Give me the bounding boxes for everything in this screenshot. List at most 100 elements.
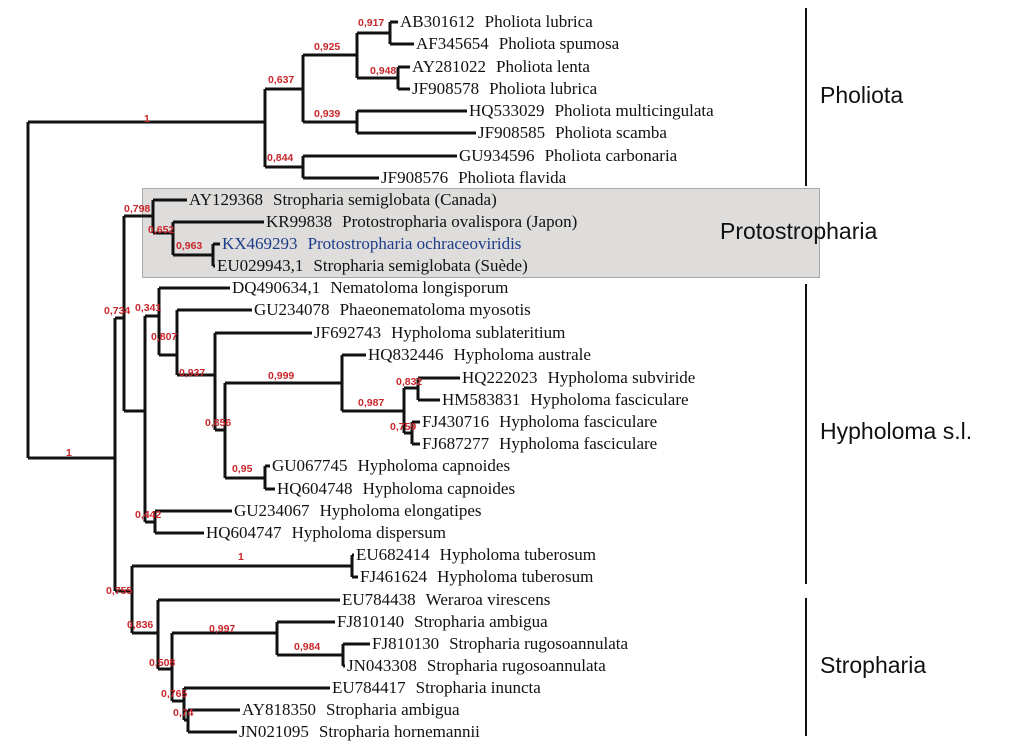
accession: JN021095	[239, 722, 309, 741]
accession: HQ832446	[368, 345, 444, 364]
species: Hypholoma fasciculare	[499, 412, 658, 431]
accession: FJ687277	[422, 434, 490, 453]
accession: EU029943,1	[217, 256, 304, 275]
support-value: 0,765	[161, 688, 188, 700]
stropharia-clade-bar	[805, 598, 807, 736]
support-value: 1	[144, 113, 150, 125]
accession: JF692743	[314, 323, 382, 342]
species: Stropharia rugosoannulata	[449, 634, 629, 653]
accession: AY129368	[189, 190, 263, 209]
accession: DQ490634,1	[232, 278, 321, 297]
accession: GU234067	[234, 501, 310, 520]
species: Pholiota spumosa	[498, 34, 620, 53]
leaf-label: AB301612 Pholiota lubrica	[400, 12, 593, 32]
support-value: 0,939	[314, 108, 341, 120]
species: Hypholoma fasciculare	[530, 390, 689, 409]
support-value: 0,984	[294, 641, 321, 653]
species: Stropharia ambigua	[414, 612, 548, 631]
species: Pholiota lubrica	[484, 12, 593, 31]
leaf-label: HQ832446 Hypholoma australe	[368, 345, 591, 365]
accession: FJ461624	[360, 567, 428, 586]
support-value: 0,508	[149, 657, 176, 669]
protostropharia-highlight-box	[142, 188, 820, 278]
species: Pholiota carbonaria	[544, 146, 678, 165]
support-value: 0,963	[176, 240, 203, 252]
leaf-label: FJ461624 Hypholoma tuberosum	[360, 567, 593, 587]
support-value: 0,798	[124, 203, 151, 215]
clade-label-protostropharia: Protostropharia	[720, 218, 878, 244]
accession: FJ810140	[337, 612, 405, 631]
support-value: 0,734	[104, 305, 131, 317]
hypholoma-clade-bar	[805, 284, 807, 584]
support-value: 0,832	[396, 376, 423, 388]
support-value: 0,925	[314, 41, 341, 53]
species: Hypholoma capnoides	[357, 456, 511, 475]
species: Stropharia inuncta	[415, 678, 541, 697]
support-value: 0,948	[370, 65, 397, 77]
species: Stropharia ambigua	[326, 700, 460, 719]
species: Hypholoma tuberosum	[439, 545, 596, 564]
leaf-label: AY818350 Stropharia ambigua	[242, 700, 460, 720]
species: Pholiota flavida	[458, 168, 567, 187]
species: Hypholoma sublateritium	[391, 323, 566, 342]
leaf-label: HM583831 Hypholoma fasciculare	[442, 390, 689, 410]
species: Hypholoma subviride	[547, 368, 696, 387]
accession: EU682414	[356, 545, 430, 564]
support-value: 0,442	[135, 509, 162, 521]
support-value: 0,997	[209, 623, 236, 635]
accession: JN043308	[347, 656, 417, 675]
support-value: 0,807	[151, 331, 178, 343]
species: Phaeonematoloma myosotis	[339, 300, 531, 319]
accession: AF345654	[416, 34, 489, 53]
species: Pholiota multicingulata	[554, 101, 714, 120]
support-value: 0,917	[358, 17, 385, 29]
leaf-label: HQ222023 Hypholoma subviride	[462, 368, 695, 388]
clade-label-pholiota: Pholiota	[820, 82, 904, 108]
support-value: 0,652	[148, 224, 175, 236]
support-value: 0,341	[135, 302, 162, 314]
support-value: 1	[66, 447, 72, 459]
accession: EU784438	[342, 590, 416, 609]
accession: AB301612	[400, 12, 475, 31]
leaf-label: GU067745 Hypholoma capnoides	[272, 456, 510, 476]
accession: KR99838	[266, 212, 333, 231]
accession: AY818350	[242, 700, 316, 719]
accession: AY281022	[412, 57, 486, 76]
accession: JF908576	[381, 168, 449, 187]
species: Hypholoma australe	[453, 345, 591, 364]
support-value: 0,95	[232, 463, 253, 475]
leaf-label: EU784417 Stropharia inuncta	[332, 678, 541, 698]
accession: GU067745	[272, 456, 348, 475]
accession: HQ604748	[277, 479, 353, 498]
leaf-label: GU934596 Pholiota carbonaria	[459, 146, 677, 166]
clade-label-stropharia: Stropharia	[820, 652, 927, 678]
accession: JF908578	[412, 79, 480, 98]
accession: JF908585	[478, 123, 546, 142]
accession: HQ222023	[462, 368, 538, 387]
species: Hypholoma fasciculare	[499, 434, 658, 453]
accession: FJ430716	[422, 412, 490, 431]
pholiota-clade-bar	[805, 8, 807, 186]
accession: EU784417	[332, 678, 406, 697]
support-value: 0,759	[390, 421, 417, 433]
accession: GU934596	[459, 146, 535, 165]
species: Hypholoma tuberosum	[437, 567, 594, 586]
support-value: 0,999	[268, 370, 295, 382]
accession: KX469293	[222, 234, 298, 253]
species: Hypholoma dispersum	[291, 523, 446, 542]
accession: HM583831	[442, 390, 521, 409]
